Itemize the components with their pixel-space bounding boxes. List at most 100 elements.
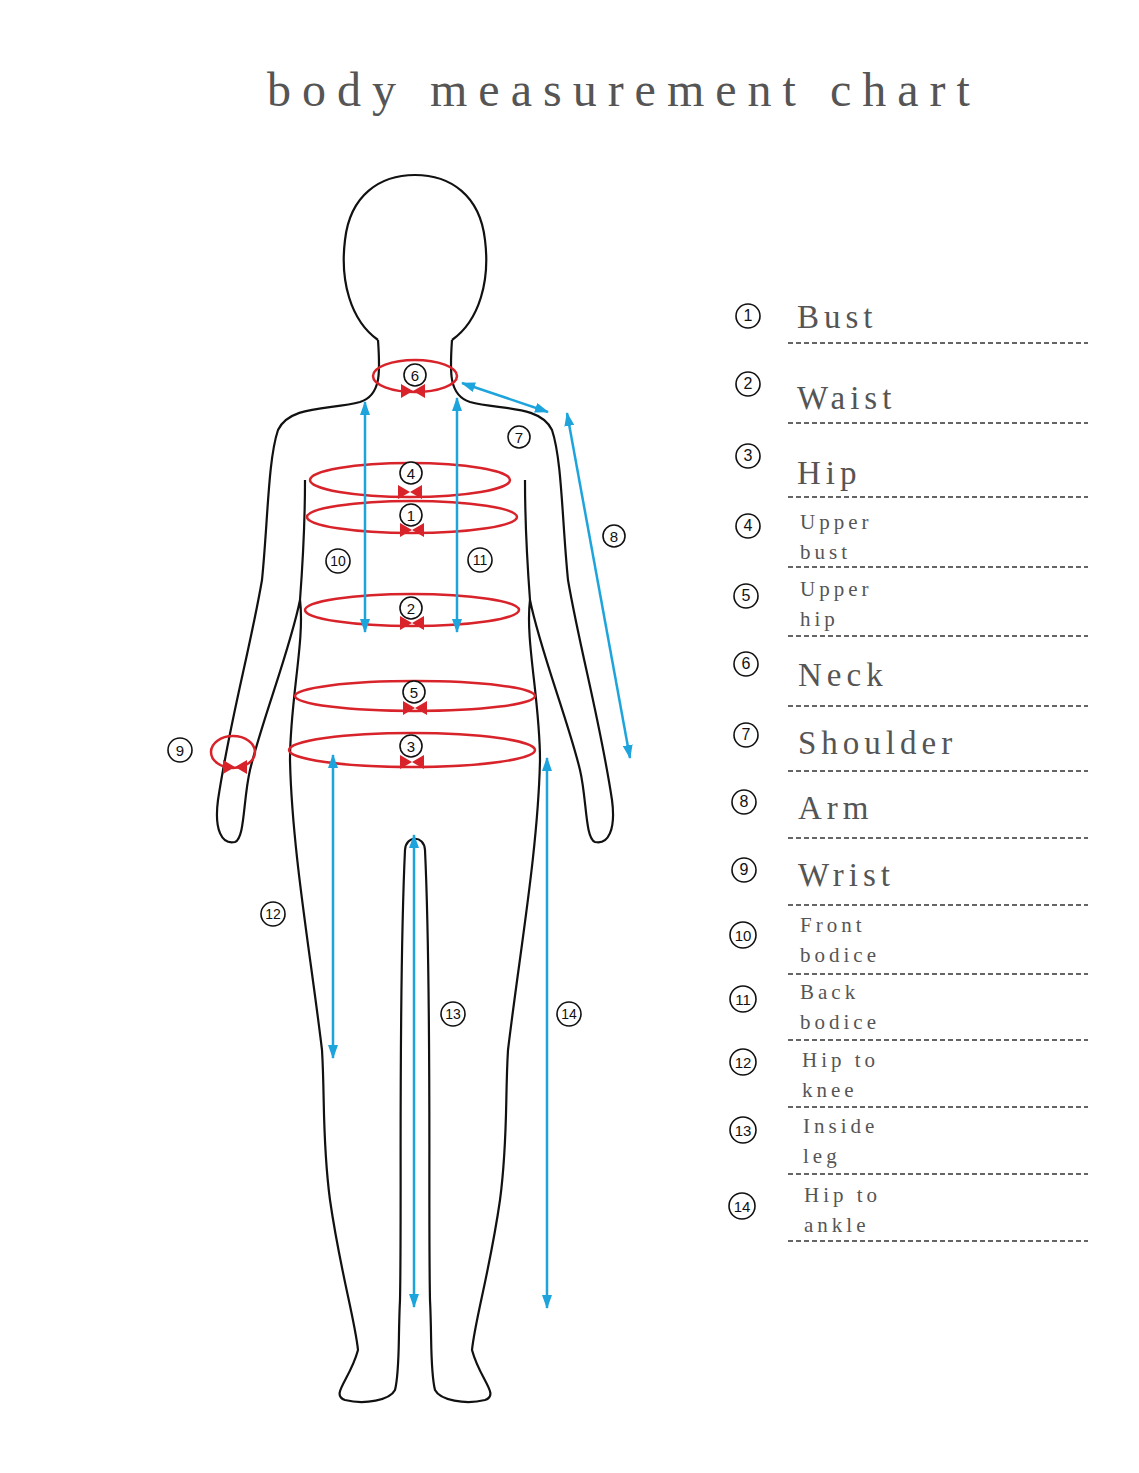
callout-number: 6: [403, 363, 427, 387]
callout-number: 9: [167, 737, 193, 763]
callout-number: 3: [735, 443, 761, 469]
callout-circle-outline: [168, 738, 192, 762]
callout-text: 11: [467, 547, 493, 573]
callout-text: 12: [729, 1048, 757, 1076]
callout-circle-outline: [730, 922, 756, 948]
callout-text: 10: [729, 921, 757, 949]
callout-number: 5: [402, 680, 426, 704]
measurement-name: Upper hip: [800, 574, 910, 634]
callout-circle-outline: [557, 1002, 581, 1026]
callout-circle-outline: [736, 372, 760, 396]
callout-circle-outline: [730, 986, 756, 1012]
callout-number: 11: [467, 547, 493, 573]
callout-text: 13: [440, 1001, 466, 1027]
measurement-name: Arm: [798, 790, 874, 826]
callout-number: 12: [260, 901, 286, 927]
callout-text: 13: [729, 1116, 757, 1144]
callout-text: 7: [733, 722, 759, 748]
callout-number: 4: [735, 513, 761, 539]
callout-number: 10: [729, 921, 757, 949]
measurement-name: Shoulder: [798, 725, 957, 761]
callout-number: 14: [728, 1192, 756, 1220]
callout-number: 8: [731, 789, 757, 815]
callout-text: 6: [733, 651, 759, 677]
callout-number: 3: [399, 734, 423, 758]
body-outline: [217, 175, 613, 1402]
measurement-name: Waist: [797, 380, 896, 416]
callout-number: 7: [733, 722, 759, 748]
callout-text: 6: [403, 363, 427, 387]
callout-number: 12: [729, 1048, 757, 1076]
callout-circle-outline: [732, 790, 756, 814]
callout-circle-outline: [468, 548, 492, 572]
callout-circle-outline: [734, 723, 758, 747]
callout-circle-outline: [734, 652, 758, 676]
callout-text: 2: [735, 371, 761, 397]
callout-circle-outline: [261, 902, 285, 926]
callout-number: 10: [325, 548, 351, 574]
callout-text: 10: [325, 548, 351, 574]
callout-text: 8: [731, 789, 757, 815]
callout-text: 4: [735, 513, 761, 539]
measurement-name: Upper bust: [800, 507, 910, 567]
callout-circle-outline: [400, 504, 422, 526]
callout-number: 2: [735, 371, 761, 397]
callout-circle-outline: [508, 426, 530, 448]
callout-text: 1: [735, 303, 761, 329]
measurement-loops: [211, 360, 535, 768]
callout-text: 5: [402, 680, 426, 704]
callout-number: 1: [735, 303, 761, 329]
callout-text: 1: [399, 503, 423, 527]
callout-text: 7: [507, 425, 531, 449]
measurement-name: Hip: [797, 455, 862, 491]
callout-circle-outline: [400, 597, 422, 619]
callout-text: 12: [260, 901, 286, 927]
callout-text: 3: [399, 734, 423, 758]
measurement-name: Hip to knee: [802, 1045, 912, 1105]
callout-circle-outline: [404, 364, 426, 386]
callout-circle-outline: [736, 444, 760, 468]
callout-circle-outline: [400, 462, 422, 484]
callout-text: 2: [399, 596, 423, 620]
callout-text: 5: [733, 583, 759, 609]
callout-number: 4: [399, 461, 423, 485]
callout-number: 14: [556, 1001, 582, 1027]
callout-text: 11: [729, 985, 757, 1013]
callout-circle-outline: [326, 549, 350, 573]
callout-number: 11: [729, 985, 757, 1013]
loop-markers: [223, 384, 427, 774]
measurement-name: Back bodice: [800, 977, 910, 1037]
callout-number: 7: [507, 425, 531, 449]
measurement-name: Neck: [798, 657, 888, 693]
callout-text: 9: [167, 737, 193, 763]
length-arrows: [333, 383, 630, 1308]
callout-text: 14: [556, 1001, 582, 1027]
callout-number: 9: [731, 857, 757, 883]
callout-text: 14: [728, 1192, 756, 1220]
chart-title: body measurement chart: [267, 62, 981, 117]
callout-circle-outline: [730, 1117, 756, 1143]
callout-circle-outline: [403, 681, 425, 703]
callout-circle-outline: [732, 858, 756, 882]
callout-circle-outline: [400, 735, 422, 757]
callout-circle-outline: [736, 514, 760, 538]
callout-text: 9: [731, 857, 757, 883]
fill-in-lines: [788, 343, 1088, 1241]
callout-circle-outline: [441, 1002, 465, 1026]
callout-text: 3: [735, 443, 761, 469]
callout-circle-outline: [603, 525, 625, 547]
callout-circle-outline: [736, 304, 760, 328]
measurement-name: Inside leg: [803, 1111, 913, 1171]
callout-circle-outline: [734, 584, 758, 608]
callout-number: 8: [602, 524, 626, 548]
callout-number: 5: [733, 583, 759, 609]
measurement-name: Wrist: [798, 857, 895, 893]
callout-number: 6: [733, 651, 759, 677]
measurement-name: Bust: [797, 299, 878, 335]
measurement-name: Hip to ankle: [804, 1180, 914, 1240]
callout-text: 4: [399, 461, 423, 485]
callout-number: 2: [399, 596, 423, 620]
measurement-name: Front bodice: [800, 910, 910, 970]
callout-number: 13: [729, 1116, 757, 1144]
